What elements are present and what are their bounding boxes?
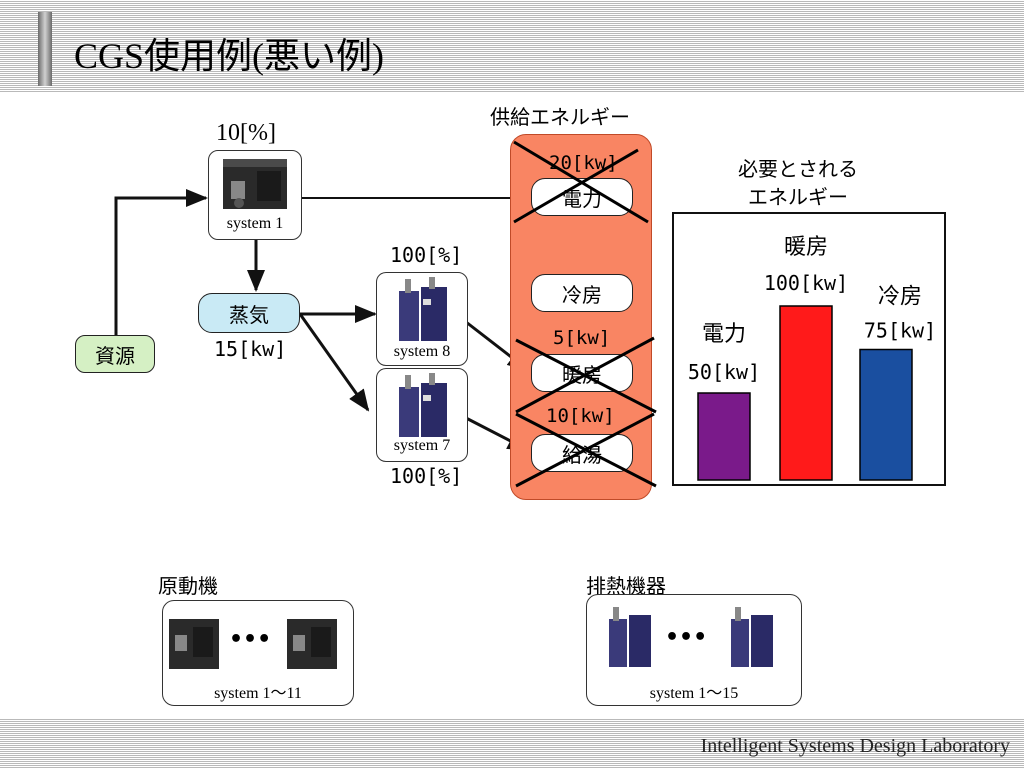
supply-hotwater-node: 給湯: [531, 434, 633, 472]
bar-category-label: 冷房: [878, 285, 922, 310]
bar-2: [779, 305, 833, 481]
waste-heat-box: ••• system 1～15: [586, 594, 802, 706]
supply-energy-header: 供給エネルギー: [490, 105, 630, 129]
waste-heat-dots: •••: [665, 625, 708, 650]
system7-node: system 7: [376, 368, 468, 462]
prime-movers-label: system 1～11: [214, 685, 302, 702]
generator-icon: [169, 619, 337, 669]
footer-lab-name: Intelligent Systems Design Laboratory: [700, 735, 1010, 757]
steam-label: 蒸気: [229, 302, 269, 327]
supply-hotwater-value: 10[kw]: [546, 405, 615, 427]
cross-hotwater-b: [515, 412, 655, 488]
bar-category-label: 暖房: [784, 235, 828, 260]
resource-node: 資源: [75, 335, 155, 373]
waste-heat-label: system 1～15: [649, 685, 739, 702]
bar-3: [859, 348, 913, 481]
boiler-icon: [399, 277, 447, 341]
resource-label: 資源: [95, 343, 135, 368]
system1-label: system 1: [226, 215, 284, 232]
supply-cooling-node: 冷房: [531, 274, 633, 312]
cross-heating-b: [515, 336, 655, 414]
bar-1: [697, 392, 751, 481]
system1-node: system 1: [208, 150, 302, 240]
bar-category-label: 電力: [702, 322, 746, 347]
system7-percent: 100[%]: [390, 464, 463, 488]
system8-node: system 8: [376, 272, 468, 366]
boiler-icon: [399, 373, 447, 437]
footer-band: [0, 718, 1024, 768]
generator-icon: [223, 159, 287, 209]
supply-power-value: 20[kw]: [549, 152, 618, 174]
title-accent-bar: [38, 12, 52, 86]
prime-movers-box: ••• system 1～11: [162, 600, 354, 706]
arrow-steam-to-system7: [298, 313, 370, 412]
prime-movers-title: 原動機: [158, 574, 218, 598]
required-energy-header-line1: 必要とされる: [738, 157, 858, 181]
steam-value: 15[kw]: [214, 337, 287, 361]
bar-value-label: 100[kw]: [764, 271, 848, 295]
system8-percent: 100[%]: [390, 243, 463, 267]
steam-node: 蒸気: [198, 293, 300, 333]
arrow-resource-to-system1: [114, 189, 208, 335]
header-band: [0, 0, 1024, 92]
cross-power-b: [513, 148, 639, 224]
supply-heating-value: 5[kw]: [553, 327, 611, 349]
bar-value-label: 75[kw]: [864, 319, 936, 343]
system7-label: system 7: [393, 437, 451, 454]
prime-movers-dots: •••: [229, 627, 272, 652]
bar-value-label: 50[kw]: [688, 360, 760, 384]
required-energy-header: 必要とされる エネルギー: [738, 155, 858, 211]
boiler-icon: [609, 607, 773, 667]
required-energy-header-line2: エネルギー: [748, 185, 848, 209]
system1-percent: 10[%]: [216, 120, 276, 146]
system8-label: system 8: [393, 343, 451, 360]
page-title: CGS使用例(悪い例): [74, 36, 385, 76]
supply-cooling-label: 冷房: [562, 282, 602, 307]
